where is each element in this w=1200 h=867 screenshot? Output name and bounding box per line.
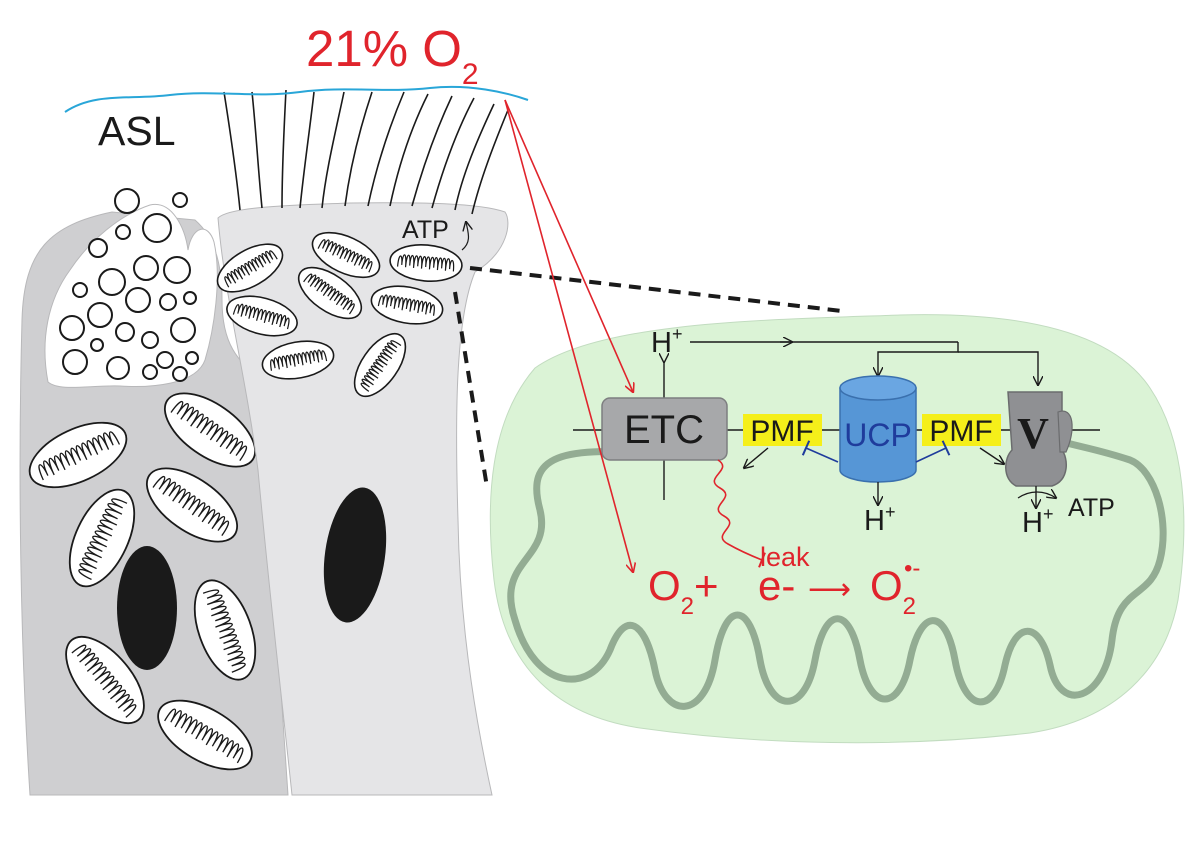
reaction-arrow: ⟶	[808, 573, 851, 606]
mitochondrion-matrix	[489, 314, 1185, 744]
ucp-label: UCP	[844, 417, 912, 453]
proton-synthase: H+	[1022, 504, 1053, 539]
cell-atp-label: ATP	[402, 216, 449, 244]
proton-top: H+	[651, 324, 682, 359]
pmf-right-highlight	[922, 414, 1001, 446]
etc-label: ETC	[624, 408, 704, 452]
ucp-channel	[839, 375, 917, 483]
oxygen-label: 21% O2	[306, 20, 479, 91]
pmf-left-label: PMF	[750, 415, 813, 448]
reaction-electron: e-	[758, 562, 795, 609]
cell-atp-arrow	[461, 222, 469, 251]
etc-complex	[601, 397, 728, 461]
cilia	[223, 89, 509, 215]
atp-synthase	[1005, 391, 1073, 487]
inner-membrane	[507, 436, 1167, 710]
superoxide-reaction: O2+ e- ⟶ O2•-	[648, 555, 920, 620]
pmf-interactions	[744, 440, 1056, 508]
atp-synthase-label: V	[1017, 409, 1049, 458]
zoom-guide-lines	[453, 266, 843, 488]
atp-label: ATP	[1068, 494, 1115, 522]
proton-circuit	[690, 342, 1038, 385]
reaction-superoxide: O2•-	[870, 555, 920, 620]
reaction-oxygen: O2+	[648, 562, 719, 620]
asl-label: ASL	[98, 108, 176, 154]
left-cell-nucleus	[117, 546, 177, 670]
secretory-vesicles	[59, 188, 199, 382]
asl-surface-line	[64, 85, 529, 113]
oxygen-arrows	[504, 99, 633, 572]
proton-ucp: H+	[864, 502, 895, 537]
leak-label: leak	[760, 542, 810, 572]
electron-leak-path	[713, 459, 766, 568]
right-cell-nucleus	[323, 487, 387, 623]
pmf-right-label: PMF	[929, 415, 992, 448]
